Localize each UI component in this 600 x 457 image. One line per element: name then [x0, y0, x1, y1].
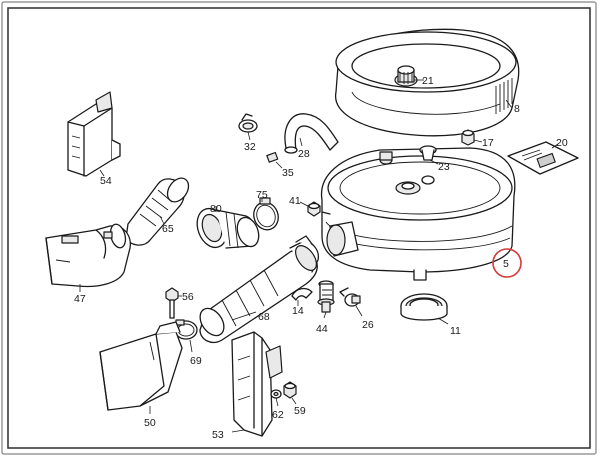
hose-clip-32-part[interactable]	[238, 113, 258, 133]
breather-hose-part[interactable]	[284, 113, 339, 154]
callout-41[interactable]: 41	[289, 195, 301, 207]
callout-54[interactable]: 54	[100, 175, 112, 187]
valve-26-part[interactable]	[339, 287, 361, 307]
bracket-53-part[interactable]	[231, 331, 283, 437]
callout-5[interactable]: 5	[503, 258, 509, 270]
callout-26[interactable]: 26	[362, 319, 374, 331]
callout-labels: 21 8 17 20 54 32 28 35 23 65 80 75 41 5 …	[74, 75, 568, 441]
sensor-44-part[interactable]	[317, 280, 335, 313]
callout-62[interactable]: 62	[272, 409, 284, 421]
washer-62-part[interactable]	[270, 389, 282, 399]
callout-59[interactable]: 59	[294, 405, 306, 417]
callout-20[interactable]: 20	[556, 137, 568, 149]
callout-80[interactable]: 80	[210, 203, 222, 215]
leader-lines	[79, 79, 559, 433]
callout-56[interactable]: 56	[182, 291, 194, 303]
callout-65[interactable]: 65	[162, 223, 174, 235]
highlight-circle	[492, 248, 522, 278]
air-duct-47-part[interactable]	[45, 223, 131, 288]
callout-21[interactable]: 21	[422, 75, 434, 87]
callout-75[interactable]: 75	[256, 189, 268, 201]
callout-17[interactable]: 17	[482, 137, 494, 149]
callout-14[interactable]: 14	[292, 305, 304, 317]
callout-50[interactable]: 50	[144, 417, 156, 429]
fitting-35-part[interactable]	[266, 151, 279, 163]
callout-53[interactable]: 53	[212, 429, 224, 441]
wing-nut-part[interactable]	[394, 65, 418, 87]
callout-47[interactable]: 47	[74, 293, 86, 305]
valve-cap-part[interactable]	[419, 145, 437, 161]
callout-69[interactable]: 69	[190, 355, 202, 367]
bolt-41-part[interactable]	[307, 201, 331, 217]
nut-59-part[interactable]	[283, 381, 297, 399]
filter-element-part[interactable]	[335, 28, 520, 137]
callout-68[interactable]: 68	[258, 311, 270, 323]
callout-28[interactable]: 28	[298, 148, 310, 160]
sealing-ring-11-part[interactable]	[400, 293, 448, 321]
bolt-56-part[interactable]	[165, 287, 179, 319]
intake-hose-65-part[interactable]	[125, 174, 193, 246]
hose-clamp-75-part[interactable]	[250, 197, 282, 233]
rubber-boot-80-part[interactable]	[192, 204, 263, 251]
callout-11[interactable]: 11	[450, 325, 461, 337]
label-plate-part[interactable]	[507, 141, 579, 175]
callout-35[interactable]: 35	[282, 167, 294, 179]
callout-44[interactable]: 44	[316, 323, 328, 335]
callout-8[interactable]: 8	[514, 103, 520, 115]
clip-14-part[interactable]	[291, 287, 313, 301]
air-cleaner-housing-part[interactable]	[320, 147, 516, 281]
lower-duct-50-part[interactable]	[99, 321, 183, 411]
callout-32[interactable]: 32	[244, 141, 256, 153]
control-module-part[interactable]	[67, 91, 121, 177]
intake-tube-68-part[interactable]	[195, 235, 320, 344]
nut-17-part[interactable]	[461, 129, 475, 146]
callout-23[interactable]: 23	[438, 161, 450, 173]
